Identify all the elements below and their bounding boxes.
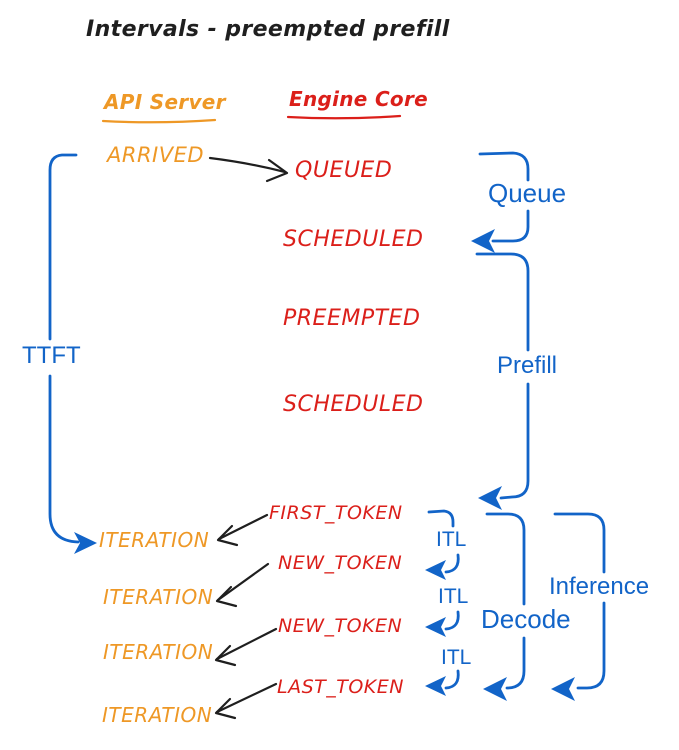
event-preempted: PREEMPTED [283, 306, 421, 331]
itl-arrowhead-1-icon [425, 560, 446, 580]
interval-label-inference: Inference [549, 573, 650, 600]
queue-arrowhead-icon [471, 229, 495, 253]
queue-bracket [471, 151, 530, 253]
itl-bracket-3 [425, 669, 460, 696]
arrow-new-token-to-iteration-2 [215, 562, 270, 608]
decode-arrowhead-icon [483, 677, 507, 701]
event-queued: QUEUED [295, 158, 393, 183]
itl-bracket-1 [425, 509, 460, 580]
column-header-engine-core: Engine Core [289, 87, 428, 111]
interval-label-itl-1: ITL [436, 528, 467, 551]
interval-label-prefill: Prefill [497, 352, 558, 379]
event-iteration-4: ITERATION [102, 703, 213, 727]
inference-bracket [551, 512, 606, 701]
event-first-token: FIRST_TOKEN [269, 502, 403, 524]
api-server-underline [101, 118, 217, 124]
event-iteration-2: ITERATION [103, 585, 214, 609]
itl-arrowhead-2-icon [425, 617, 446, 637]
interval-label-ttft: TTFT [22, 342, 81, 369]
itl-arrowhead-3-icon [425, 676, 446, 696]
interval-label-itl-2: ITL [438, 585, 469, 608]
arrow-last-token-to-iteration-4 [214, 682, 278, 720]
event-arrived: ARRIVED [107, 143, 205, 167]
event-scheduled-1: SCHEDULED [283, 227, 424, 252]
prefill-bracket [475, 252, 530, 510]
event-new-token-2: NEW_TOKEN [278, 615, 403, 637]
decode-bracket [483, 512, 526, 701]
event-iteration-3: ITERATION [103, 640, 214, 664]
ttft-arrowhead-icon [74, 532, 97, 554]
arrow-arrived-to-queued [208, 156, 289, 183]
engine-core-underline [286, 114, 402, 120]
event-last-token: LAST_TOKEN [277, 676, 404, 698]
event-new-token-1: NEW_TOKEN [278, 552, 403, 574]
arrow-new-token-to-iteration-3 [214, 627, 278, 667]
page-title: Intervals - preempted prefill [86, 17, 450, 42]
ttft-bracket [48, 153, 97, 554]
interval-label-itl-3: ITL [441, 646, 472, 669]
interval-label-decode: Decode [481, 604, 571, 634]
itl-bracket-2 [425, 610, 460, 637]
prefill-arrowhead-icon [478, 486, 502, 510]
event-scheduled-2: SCHEDULED [283, 392, 424, 417]
column-header-api-server: API Server [104, 90, 226, 114]
interval-label-queue: Queue [488, 178, 567, 208]
event-iteration-1: ITERATION [99, 528, 210, 552]
inference-arrowhead-icon [551, 677, 575, 701]
arrow-first-token-to-iteration-1 [216, 513, 269, 547]
